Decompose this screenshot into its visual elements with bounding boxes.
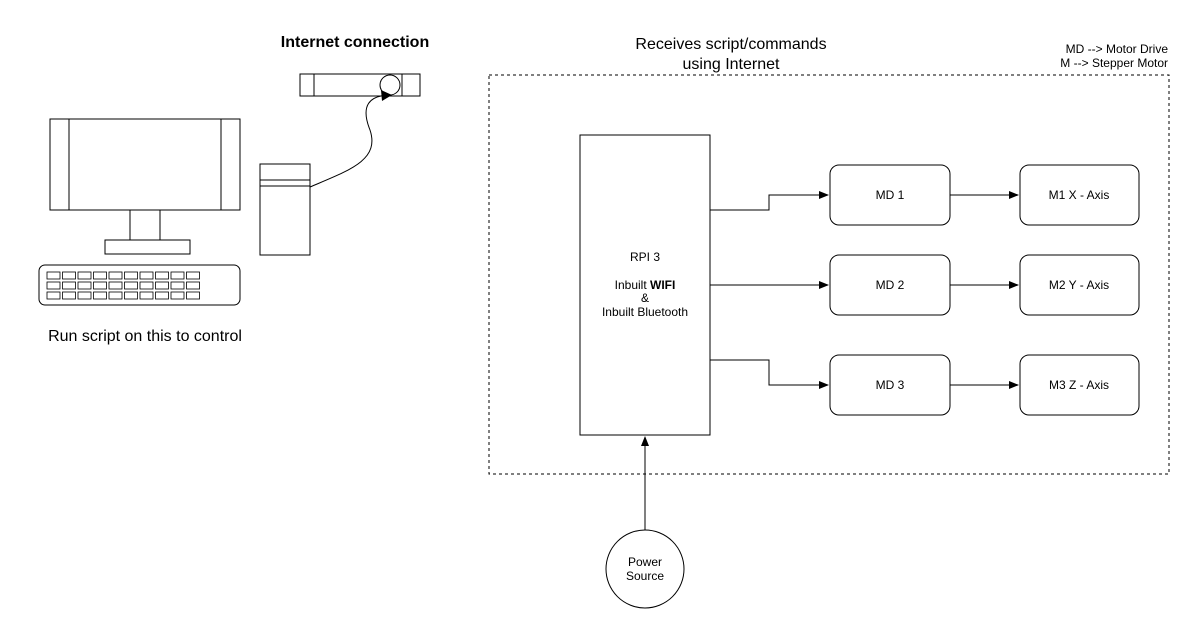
power-label-line1: Power [628,555,662,569]
region-title-line2: using Internet [683,56,781,73]
computer-icon [38,118,311,306]
stepper-motor-box [1019,354,1140,416]
cable-line [309,94,389,188]
rpi-bluetooth: Inbuilt Bluetooth [602,305,688,319]
connector-rpi-md1 [710,191,829,211]
keyboard-key [155,271,169,280]
power-label-line2: Source [626,569,664,583]
motor-drive-label: MD 3 [876,378,905,392]
internet-region-boundary [488,74,1170,475]
keyboard-key [46,281,61,290]
motor-drive-1: MD 1 [829,164,951,226]
monitor-base [104,239,191,255]
keyboard-key [62,281,76,290]
keyboard-key [93,281,107,290]
rpi-wifi-bold: WIFI [650,278,675,292]
stepper-motor-label: M2 Y - Axis [1049,278,1109,292]
keyboard-key [186,271,200,280]
keyboard-key [62,291,76,300]
stepper-motor-label: M1 X - Axis [1049,188,1110,202]
stepper-motor-3: M3 Z - Axis [1019,354,1140,416]
keyboard-key [155,281,169,290]
stepper-motor-box [1019,254,1140,316]
motor-drive-2: MD 2 [829,254,951,316]
keyboard-key [108,291,123,300]
legend-line2: M --> Stepper Motor [1060,56,1168,70]
keyboard-key [93,291,107,300]
keyboard-key [170,281,185,290]
router-icon [299,73,421,97]
stepper-motor-label: M3 Z - Axis [1049,378,1109,392]
keyboard-keys [46,271,200,300]
keyboard-key [155,291,169,300]
stepper-motor-1: M1 X - Axis [1019,164,1140,226]
region-title-line1: Receives script/commands [635,36,826,53]
keyboard-key [139,281,154,290]
cable-arrowhead [381,90,392,101]
monitor-icon [49,118,241,211]
keyboard-key [46,291,61,300]
keyboard-key [170,271,185,280]
keyboard-key [93,271,107,280]
keyboard-key [139,291,154,300]
keyboard-key [62,271,76,280]
stepper-motor-2: M2 Y - Axis [1019,254,1140,316]
motor-drive-3: MD 3 [829,354,951,416]
motor-drive-label: MD 1 [876,188,905,202]
stepper-motor-box [1019,164,1140,226]
connector-rpi-md3 [710,359,829,389]
computer-caption: Run script on this to control [48,328,242,345]
rpi-wifi-prefix: Inbuilt [615,278,650,292]
motor-drive-label: MD 2 [876,278,905,292]
keyboard-key [108,281,123,290]
keyboard-key [124,281,138,290]
rpi-ampersand: & [641,291,649,305]
keyboard-key [77,281,92,290]
keyboard-key [124,271,138,280]
keyboard-key [186,281,200,290]
keyboard-key [46,271,61,280]
keyboard-key [170,291,185,300]
keyboard-key [139,271,154,280]
power-source-circle [605,529,685,609]
keyboard-key [77,271,92,280]
monitor-stand [129,209,161,241]
keyboard-key [108,271,123,280]
computer-tower-icon [259,163,311,256]
rpi-wifi-line: Inbuilt WIFI [615,278,676,292]
internet-label: Internet connection [281,34,429,51]
keyboard-key [186,291,200,300]
rpi-title: RPI 3 [630,250,660,264]
keyboard-key [124,291,138,300]
legend-line1: MD --> Motor Drive [1066,42,1169,56]
keyboard-key [77,291,92,300]
